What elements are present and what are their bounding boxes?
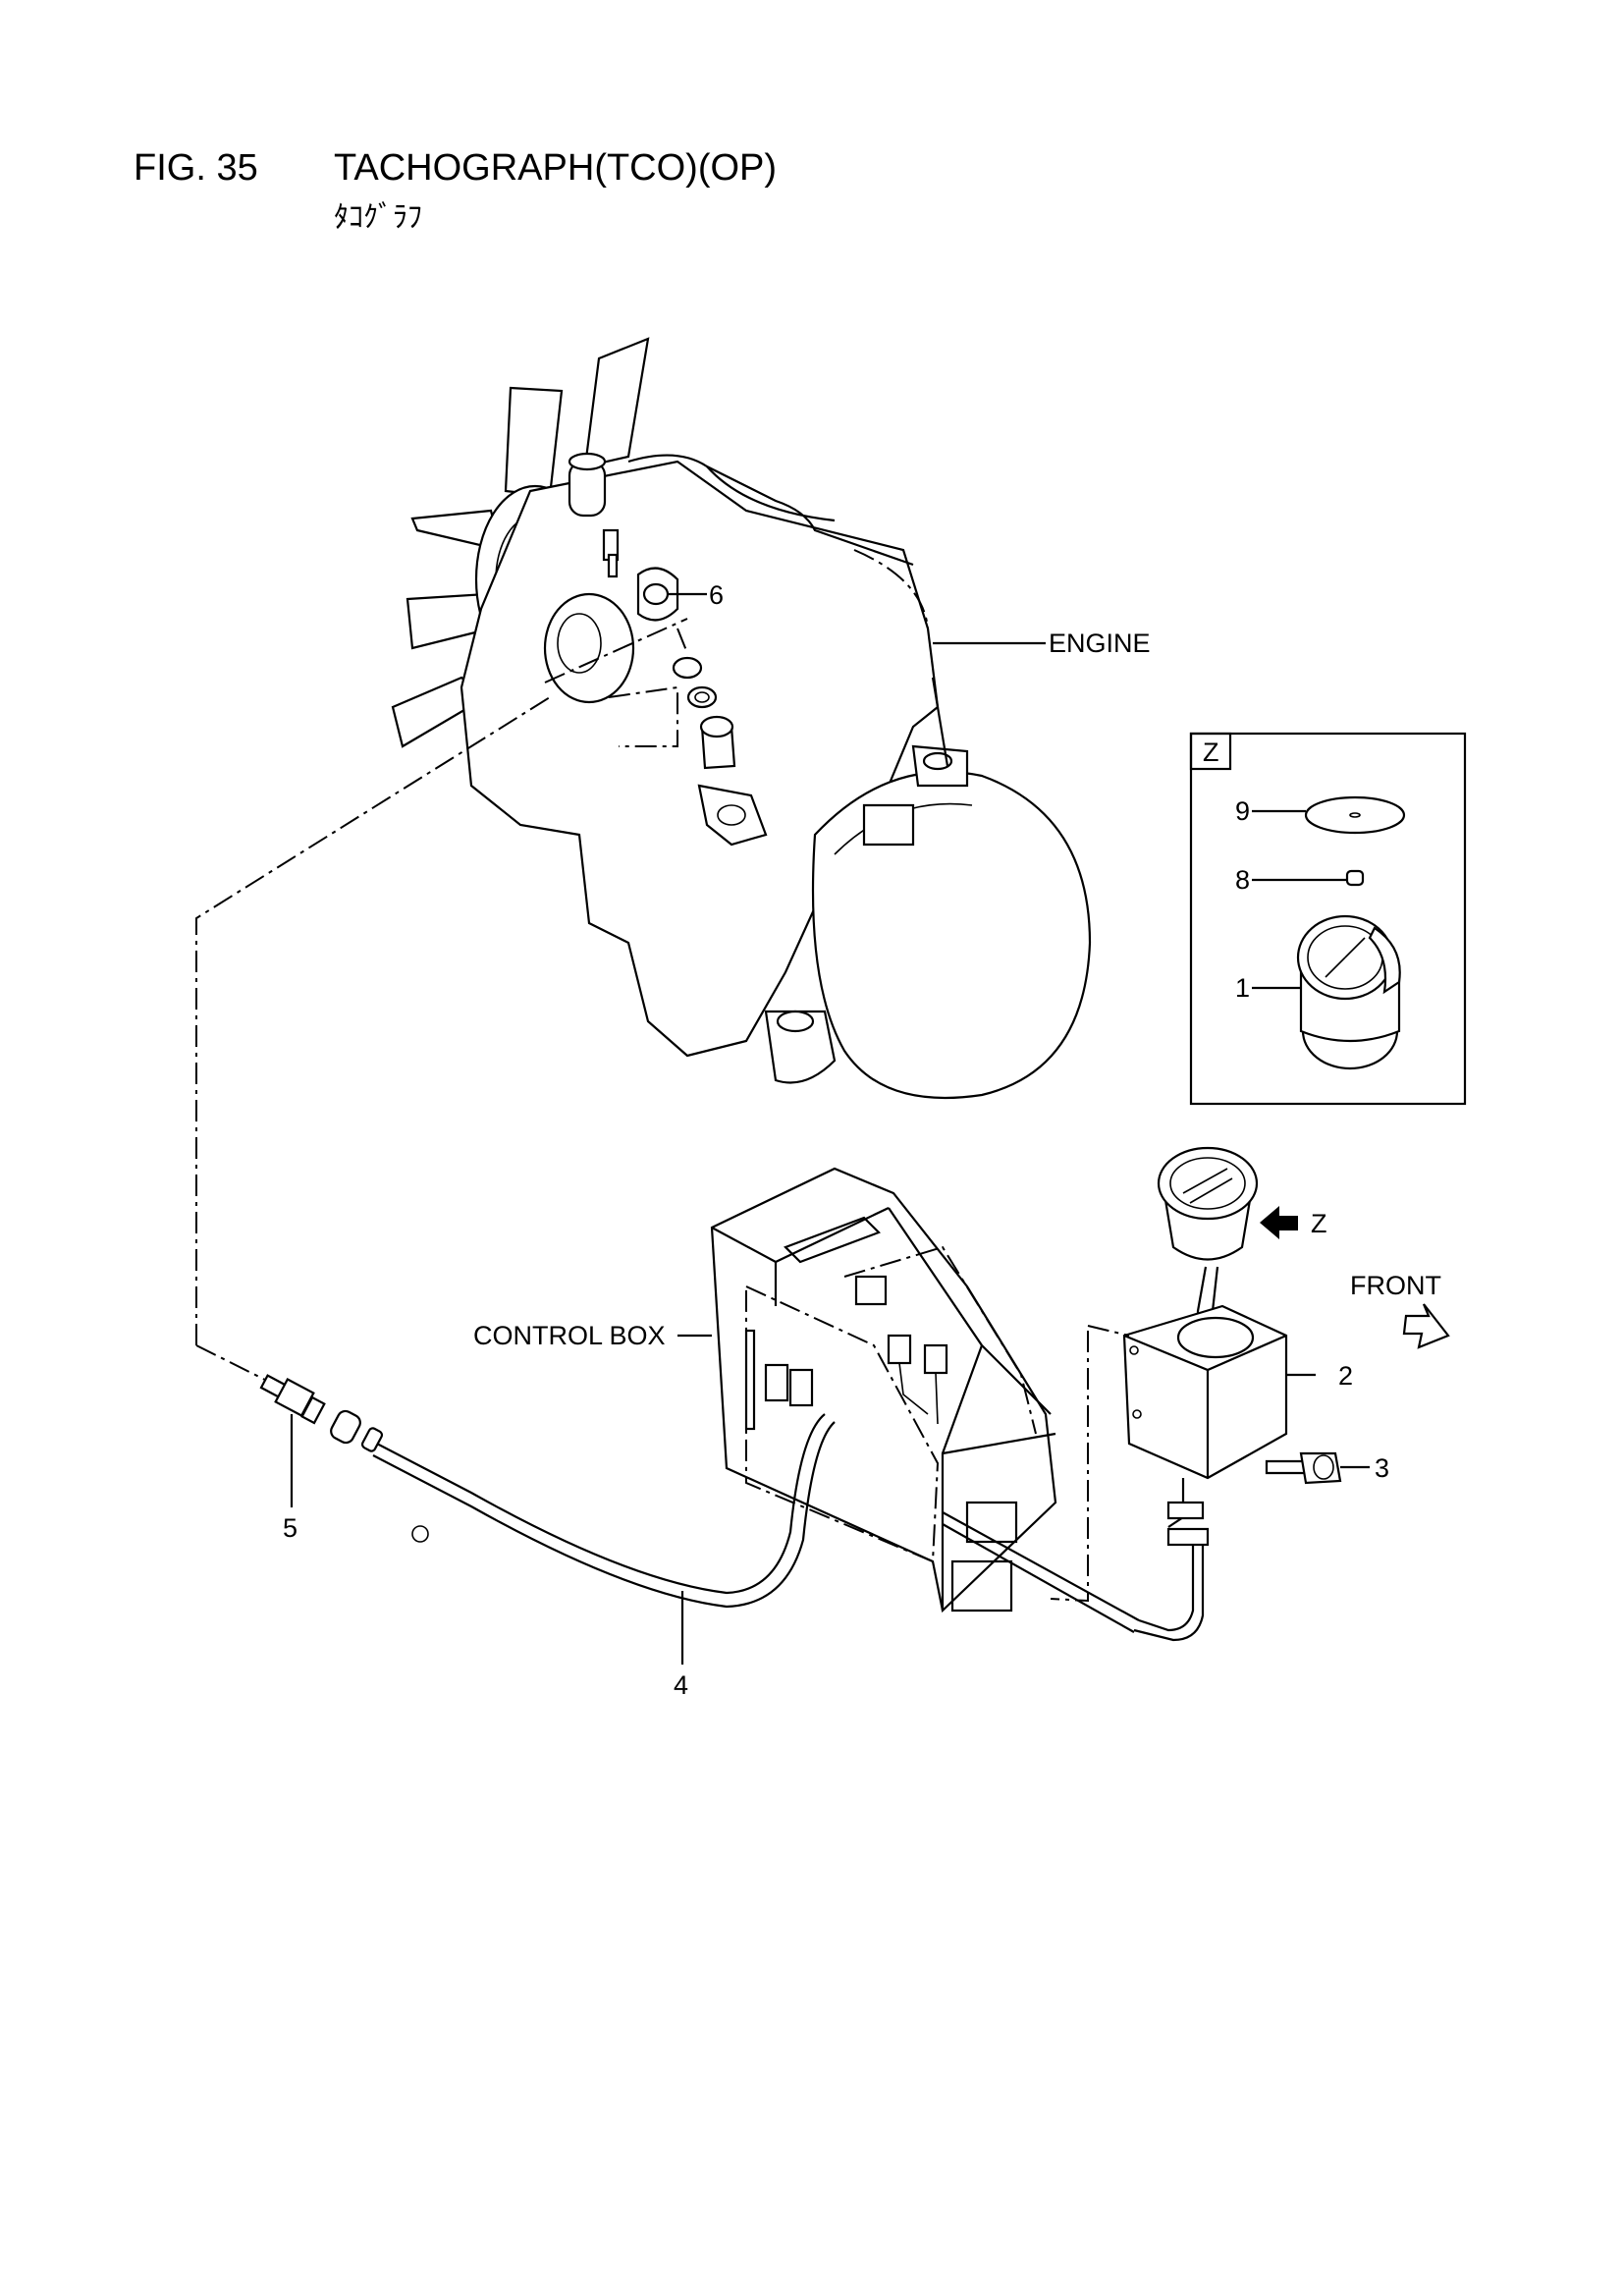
callout-3: 3 xyxy=(1375,1453,1389,1483)
callout-6: 6 xyxy=(709,580,724,610)
front-label: FRONT xyxy=(1350,1271,1441,1300)
callout-5: 5 xyxy=(283,1513,298,1543)
cable-routing-dashed-2 xyxy=(195,1344,266,1381)
callout-1: 1 xyxy=(1235,973,1250,1003)
view-z-label: Z xyxy=(1311,1209,1327,1238)
callout-9: 9 xyxy=(1235,796,1250,826)
detail-view-z: Z xyxy=(1189,732,1467,1106)
cable-routing-dashed xyxy=(195,696,551,1345)
engine-label: ENGINE xyxy=(1049,629,1151,658)
view-z-arrow xyxy=(1260,1206,1298,1239)
front-arrow xyxy=(1402,1303,1450,1349)
figure-number: FIG. 35 xyxy=(134,147,258,189)
bracket-dashed-frame xyxy=(1050,1331,1089,1603)
view-z-box-label: Z xyxy=(1203,738,1219,767)
bracket-dashed-link xyxy=(1087,1325,1130,1337)
figure-subtitle: ﾀｺｸﾞﾗﾌ xyxy=(334,201,422,234)
callout-8: 8 xyxy=(1235,865,1250,895)
figure-title: TACHOGRAPH(TCO)(OP) xyxy=(334,147,778,189)
gauge-bracket xyxy=(1122,1304,1288,1642)
speed-sensor xyxy=(259,1374,326,1425)
bolt xyxy=(1265,1451,1342,1485)
tacho-cable xyxy=(330,1409,1140,1633)
control-box-label: CONTROL BOX xyxy=(473,1321,666,1350)
control-box xyxy=(710,1167,1057,1613)
tachograph-gauge xyxy=(1157,1146,1259,1355)
engine-assembly xyxy=(391,337,1092,1100)
callout-2: 2 xyxy=(1338,1361,1353,1391)
callout-4: 4 xyxy=(674,1670,688,1700)
